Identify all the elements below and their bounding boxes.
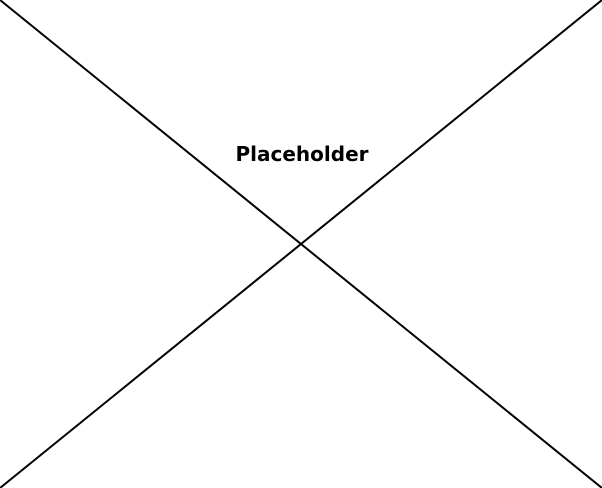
- placeholder-label: Placeholder: [235, 142, 369, 166]
